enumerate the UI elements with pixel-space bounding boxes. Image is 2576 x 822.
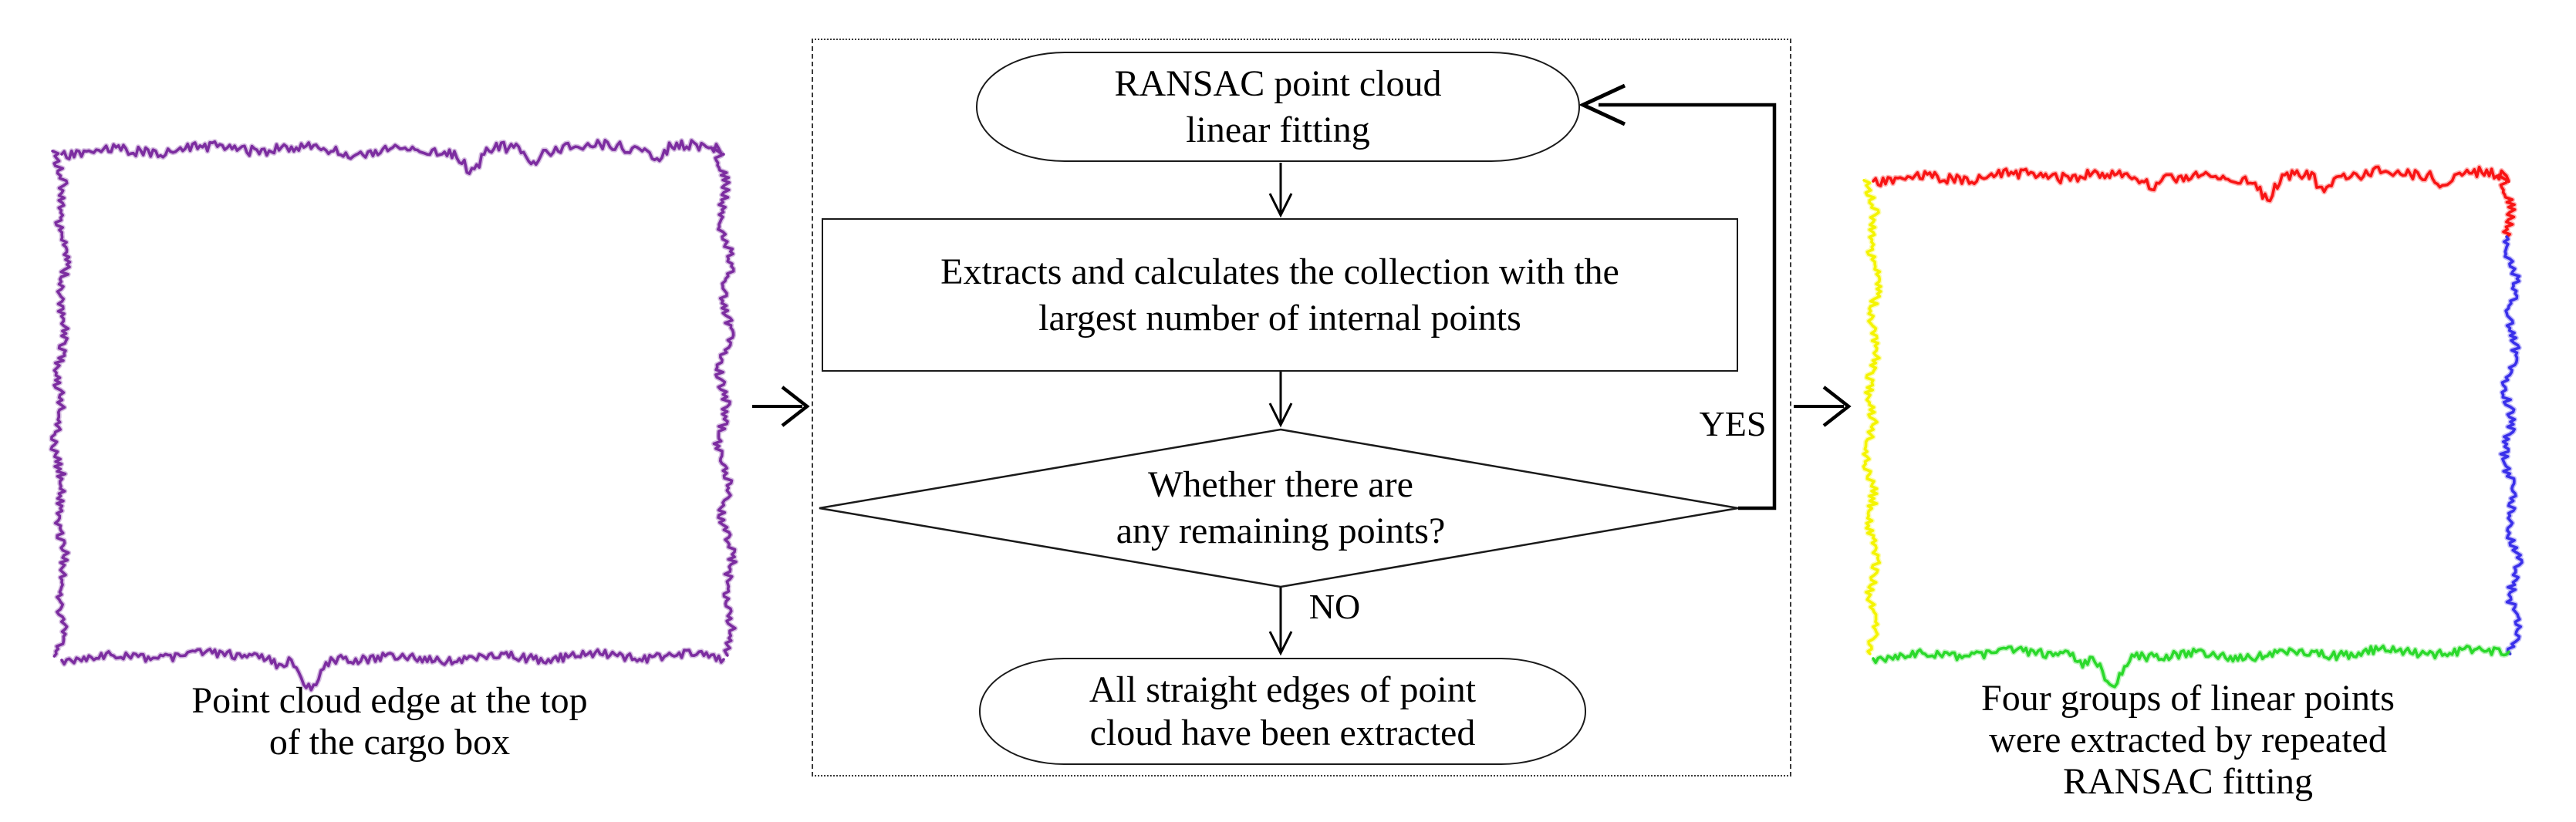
no-branch-label: NO [1308, 587, 1361, 626]
down-arrowhead-icon [1268, 403, 1293, 428]
left-figure-caption: Point cloud edge at the top of the cargo… [120, 680, 660, 763]
terminal-node-text-line2: cloud have been extracted [1089, 712, 1476, 753]
start-node-text-line2: linear fitting [1186, 109, 1370, 150]
flowchart-process-node: Extracts and calculates the collection w… [822, 218, 1738, 372]
left-arrowhead-icon [1578, 83, 1626, 126]
right-caption-line1: Four groups of linear points [1981, 678, 2395, 719]
process-node-text-line2: largest number of internal points [1038, 297, 1521, 339]
left-cloud-left-edge [49, 150, 72, 658]
flowchart-decision-node: Whether there are any remaining points? [972, 439, 1589, 578]
flowchart-border [812, 39, 1791, 777]
right-arrowhead-icon [781, 386, 810, 427]
start-node-text-line1: RANSAC point cloud [1114, 62, 1442, 104]
right-cloud-bottom-edge [1872, 645, 2510, 689]
decision-node-text-line2: any remaining points? [1116, 510, 1446, 551]
right-caption-line2: were extracted by repeated [1989, 719, 2387, 760]
down-arrowhead-icon [1268, 631, 1293, 656]
flowchart-terminal-node: All straight edges of point cloud have b… [979, 658, 1586, 765]
right-figure-caption: Four groups of linear points were extrac… [1879, 678, 2497, 803]
process-node-text-line1: Extracts and calculates the collection w… [940, 251, 1619, 292]
right-caption-line3: RANSAC fitting [2062, 761, 2314, 802]
right-arrowhead-icon [1822, 386, 1852, 427]
yes-branch-label: YES [1699, 404, 1767, 443]
decision-diamond-shape [819, 428, 1739, 588]
decision-node-text-line1: Whether there are [1148, 464, 1413, 505]
yes-feedback-line [1599, 103, 1777, 510]
left-caption-line1: Point cloud edge at the top [191, 680, 588, 721]
left-cloud-top-edge [60, 139, 725, 175]
down-arrowhead-icon [1268, 193, 1293, 218]
left-caption-line2: of the cargo box [268, 722, 511, 763]
left-cloud-bottom-edge [60, 648, 725, 692]
flowchart-start-node: RANSAC point cloud linear fitting [976, 52, 1580, 162]
terminal-node-text-line1: All straight edges of point [1089, 669, 1477, 710]
left-cloud-right-edge [712, 147, 738, 657]
right-cloud-right-edge-red-part [2497, 173, 2517, 238]
right-cloud-top-edge [1872, 165, 2510, 203]
right-cloud-left-edge [1862, 179, 1882, 655]
right-cloud-right-edge [2499, 235, 2524, 655]
